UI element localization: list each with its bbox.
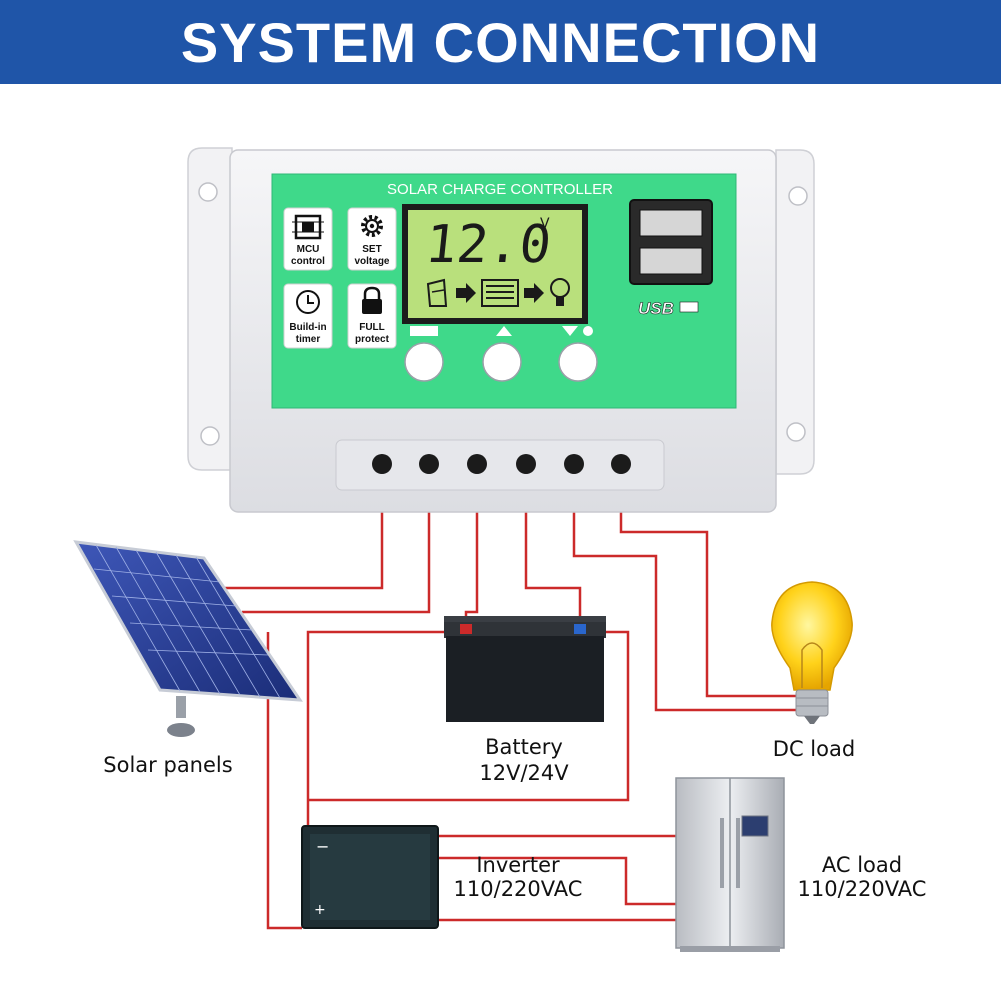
inverter-label: Inverter [476, 853, 560, 877]
inverter-panel [310, 834, 430, 920]
usb-port[interactable] [639, 209, 703, 237]
up-button[interactable] [482, 342, 522, 382]
battery-negative-terminal [574, 624, 586, 634]
bulb-tip [804, 716, 820, 724]
bulb-filament [801, 642, 823, 688]
arrow-icon [524, 283, 544, 303]
mount-hole [786, 422, 806, 442]
page-title: SYSTEM CONNECTION [180, 10, 821, 74]
inverter-voltage-label: 110/220VAC [454, 877, 583, 901]
feature-line1: Build-in [289, 322, 326, 333]
solar-panel-post [176, 696, 186, 718]
inverter-negative-mark: − [316, 837, 329, 856]
wire-inverter-positive [308, 630, 630, 802]
mount-hole [198, 182, 218, 202]
ac-load-voltage-label: 110/220VAC [798, 877, 927, 901]
wire-dc-load-a [572, 512, 796, 712]
panel-icon [426, 278, 448, 307]
feature-tile-mcu: MCU control [283, 207, 333, 271]
terminal-screw [516, 454, 536, 474]
terminal-screw [564, 454, 584, 474]
battery-positive-terminal [460, 624, 472, 634]
lock-icon [362, 286, 382, 314]
title-banner: SYSTEM CONNECTION [0, 0, 1001, 84]
controller-title: SOLAR CHARGE CONTROLLER [387, 181, 613, 198]
lcd-flow-indicator [426, 278, 570, 307]
solar-panels-label: Solar panels [103, 753, 232, 777]
bulb-glass [771, 581, 853, 691]
down-button[interactable] [558, 342, 598, 382]
fridge-handle [720, 818, 724, 888]
feature-line1: SET [362, 244, 381, 255]
ac-load-fridge: AC load 110/220VAC [675, 777, 927, 952]
light-icon [583, 326, 593, 336]
charge-controller: SOLAR CHARGE CONTROLLER MCU control SET … [187, 147, 815, 513]
inverter-positive-mark: + [314, 902, 326, 918]
clock-icon [296, 290, 320, 314]
dc-load-label: DC load [773, 737, 855, 761]
terminals [372, 454, 631, 474]
usb-label: USB [638, 299, 674, 318]
battery-icon [481, 279, 519, 307]
feature-tile-protect: FULL protect [347, 283, 397, 349]
wire-battery-negative [524, 512, 582, 622]
wire-inverter-negative [306, 630, 458, 828]
down-arrow-icon [562, 326, 578, 336]
wire-solar-negative [242, 512, 431, 614]
terminal-screw [419, 454, 439, 474]
solar-panel-frame [73, 540, 303, 702]
fridge-foot [680, 946, 780, 952]
wiring [220, 512, 796, 930]
terminal-screw [611, 454, 631, 474]
gear-icon [361, 215, 383, 237]
terminal-strip [335, 439, 665, 491]
terminal-screw [372, 454, 392, 474]
usb-plug-icon [679, 301, 699, 313]
wire-inverter-link [266, 632, 302, 930]
wire-ac-load-b [436, 856, 676, 906]
menu-button[interactable] [404, 342, 444, 382]
terminal-screw [467, 454, 487, 474]
mounting-ear-right [775, 149, 815, 475]
feature-line1: MCU [297, 244, 320, 255]
battery-lid [444, 620, 606, 638]
wire-battery-positive [464, 512, 479, 622]
menu-icon [410, 326, 438, 336]
battery-label: Battery [485, 735, 563, 759]
battery: Battery 12V/24V [444, 616, 606, 785]
usb-port[interactable] [639, 247, 703, 275]
bulb-icon [550, 278, 570, 306]
bulb-base [795, 689, 829, 717]
solar-panel-base [167, 723, 195, 737]
mount-hole [788, 186, 808, 206]
feature-tile-timer: Build-in timer [283, 283, 333, 349]
battery-top-ridge [444, 616, 606, 622]
wire-dc-load-b [619, 512, 796, 698]
battery-voltage-label: 12V/24V [479, 761, 569, 785]
lcd-screen [408, 210, 582, 318]
solar-panel-grid [93, 544, 281, 699]
feature-line2: protect [355, 334, 390, 345]
feature-line2: control [291, 256, 325, 267]
chip-icon [292, 214, 324, 240]
fridge-display [741, 815, 769, 837]
button-icon-row [410, 326, 593, 336]
feature-line2: voltage [354, 256, 389, 267]
ac-load-label: AC load [822, 853, 902, 877]
up-arrow-icon [496, 326, 512, 336]
feature-line2: timer [296, 334, 321, 345]
fridge-handle [736, 818, 740, 888]
arrow-icon [456, 283, 476, 303]
mount-hole [200, 426, 220, 446]
wire-solar-positive [220, 512, 384, 590]
feature-tile-set-voltage: SET voltage [347, 207, 397, 271]
feature-line1: FULL [359, 322, 385, 333]
inverter: − + Inverter 110/220VAC [301, 825, 583, 929]
dc-load-bulb: DC load [771, 581, 855, 761]
lcd-voltage-unit: V [540, 216, 550, 232]
solar-panel: Solar panels [73, 540, 303, 777]
battery-body [446, 636, 604, 722]
lcd-voltage-reading: 12.0 [423, 215, 554, 275]
